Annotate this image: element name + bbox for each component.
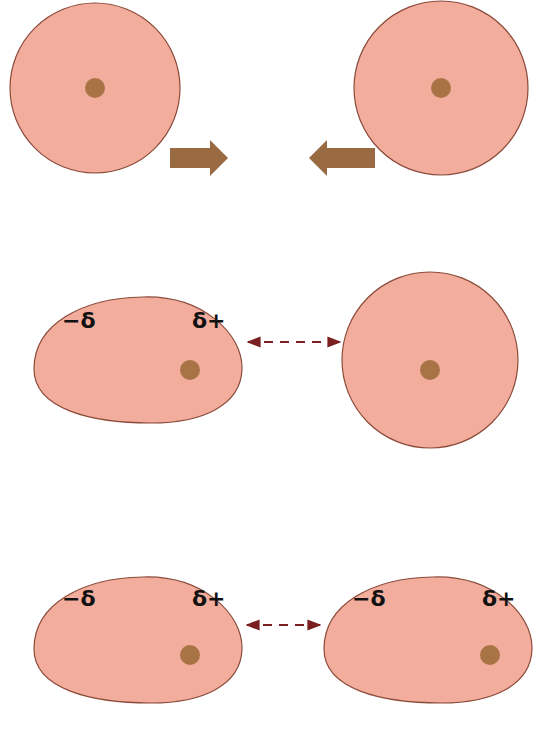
atom-cloud [34,297,242,423]
atom-cloud [324,577,532,703]
partial-charge: δ+ [192,309,226,333]
nucleus [85,78,105,98]
partial-charge: −δ [62,309,96,333]
polarized-atom: −δ δ+ [32,295,245,425]
nucleus [180,360,200,380]
attraction-arrow [247,624,320,626]
partial-charge: −δ [352,587,386,611]
partial-charge: δ+ [192,587,226,611]
atom-cloud [354,1,528,175]
polarized-atom: −δ δ+ [32,575,245,705]
nucleus [180,645,200,665]
atom-cloud [10,3,180,173]
nucleus [480,645,500,665]
nucleus [431,78,451,98]
atom-cloud [342,272,518,448]
partial-charge: δ+ [482,587,516,611]
partial-charge: −δ [62,587,96,611]
attraction-arrow [248,341,340,343]
atom-cloud [34,577,242,703]
polarized-atom: −δ δ+ [322,575,535,705]
block-arrow [309,140,375,176]
block-arrow [170,140,228,176]
nucleus [420,360,440,380]
